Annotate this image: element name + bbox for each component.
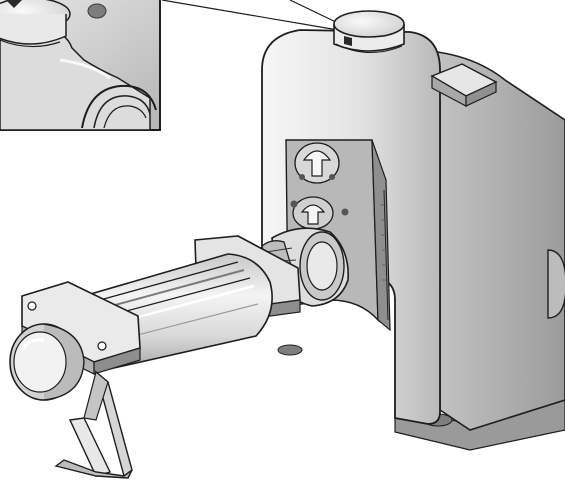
upper-lock-indicator	[294, 142, 340, 184]
callout-leader-lines	[161, 0, 341, 31]
pasta-extruder-attachment	[9, 235, 301, 479]
detail-callout-inset	[0, 0, 161, 131]
processor-main-body	[261, 10, 565, 451]
drive-coupling	[261, 227, 349, 307]
indicator-dot-marker	[87, 3, 107, 19]
lower-lock-indicator	[290, 196, 349, 230]
